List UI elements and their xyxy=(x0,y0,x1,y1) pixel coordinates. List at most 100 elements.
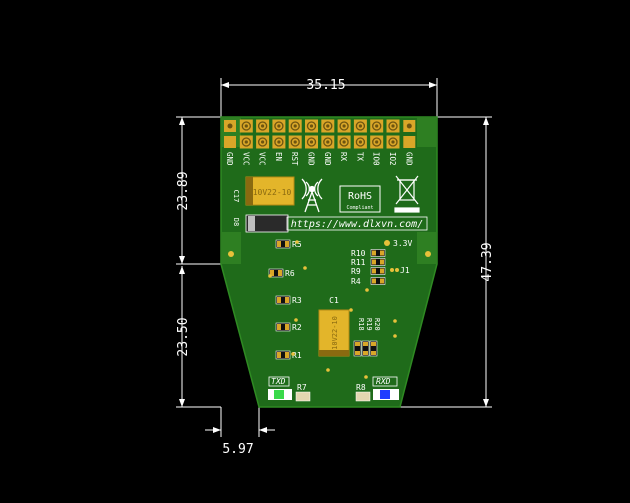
resistor-pad xyxy=(277,324,281,330)
header-pad-ring xyxy=(290,137,300,147)
small-part-pad xyxy=(363,342,368,346)
header-pad-hole xyxy=(375,124,379,128)
dim-right-height: 47.39 xyxy=(480,242,495,281)
header-pad-ring xyxy=(339,137,349,147)
voltage-label: 3.3V xyxy=(393,239,412,248)
header-pad xyxy=(403,136,416,148)
resistor xyxy=(370,267,386,275)
rxd-label-frame xyxy=(372,376,398,387)
resistor xyxy=(268,268,284,278)
j1-label: J1 xyxy=(400,266,410,275)
c1-label: C1 xyxy=(329,296,339,305)
mount-area-bottom-right xyxy=(417,232,437,264)
header-pad-hole xyxy=(244,140,248,144)
header-pad-ring xyxy=(372,137,382,147)
c1-capacitor xyxy=(318,309,350,357)
dim-top-width: 35.15 xyxy=(306,78,345,93)
header-pad-ring xyxy=(388,121,398,131)
resistor-pad xyxy=(278,270,282,276)
header-pad-hole xyxy=(261,124,265,128)
resistor-pad xyxy=(285,297,289,303)
header-pad-ring xyxy=(339,121,349,131)
resistor-pad xyxy=(380,250,384,256)
c17-label: C17 xyxy=(232,190,240,203)
header-pad-hole xyxy=(326,140,330,144)
header-pad xyxy=(224,136,236,148)
header-pad-ring xyxy=(257,137,268,147)
header-pad-ring xyxy=(355,137,366,147)
header-pad-ring xyxy=(388,137,398,147)
via-right xyxy=(425,251,431,257)
rohs-logo xyxy=(339,185,381,213)
resistor xyxy=(275,350,291,360)
header-pad-ring xyxy=(372,121,382,131)
small-part xyxy=(361,340,370,357)
resistor-label: R1 xyxy=(292,351,302,360)
header-pin-label: GND xyxy=(323,152,332,166)
c17-marking: 10V22-10 xyxy=(253,188,292,197)
header-pin-label: IO2 xyxy=(388,152,397,166)
header-pin-label: RX xyxy=(339,152,348,162)
j1-pad-1 xyxy=(390,268,394,272)
header-pin-label: GND xyxy=(307,152,316,166)
resistor-label: R5 xyxy=(292,240,302,249)
header-pad-ring xyxy=(323,137,333,147)
weee-bin-icon xyxy=(394,175,420,213)
header-pad-hole xyxy=(309,124,314,128)
d8-label: D8 xyxy=(232,218,240,226)
mount-area-bottom-left xyxy=(221,232,241,264)
r7-label: R7 xyxy=(297,383,307,392)
dim-bottom-offset: 5.97 xyxy=(222,442,253,457)
header-pad-ring xyxy=(323,121,333,131)
antenna-logo xyxy=(301,178,323,213)
resistor-pad xyxy=(372,268,376,274)
r8-label: R8 xyxy=(356,383,366,392)
test-point-3v3 xyxy=(384,240,390,246)
header-pad-ring xyxy=(306,137,317,147)
resistor-label: R3 xyxy=(292,296,302,305)
header-pad-ring xyxy=(306,121,317,131)
resistor xyxy=(370,249,386,257)
txd-label-frame xyxy=(268,376,290,387)
rxd-label: RXD xyxy=(376,377,391,386)
mount-area-top-right xyxy=(417,117,437,147)
resistor-pad xyxy=(285,324,289,330)
header-pad-ring xyxy=(274,137,284,147)
header-pad-ring xyxy=(274,121,284,131)
resistor-pad xyxy=(380,278,384,284)
board-url: https://www.dlxvn.com/ xyxy=(291,219,423,230)
header-pad-ring xyxy=(257,121,268,131)
txd-led xyxy=(274,390,284,399)
resistor xyxy=(275,239,291,249)
resistor-pad xyxy=(277,297,281,303)
small-part-pad xyxy=(371,351,376,355)
resistor xyxy=(370,258,386,266)
txd-label: TXD xyxy=(271,377,286,386)
resistor-pad xyxy=(372,250,376,256)
small-part-pad xyxy=(371,342,376,346)
small-part-label: R18 xyxy=(357,318,365,331)
header-pad-hole xyxy=(358,140,362,144)
r8-resistor xyxy=(355,391,371,402)
header-pad-hole xyxy=(375,140,379,144)
resistor-pad xyxy=(380,268,384,274)
header-pad-hole xyxy=(391,140,395,144)
d8-diode xyxy=(245,214,289,233)
header-pad-hole xyxy=(261,140,265,144)
header-pad-hole xyxy=(244,124,248,128)
header-pin-label: VCC xyxy=(241,152,250,166)
header-pad-hole xyxy=(277,140,281,144)
header-pad-ring xyxy=(290,121,300,131)
small-part xyxy=(353,340,362,357)
header-pad-ring xyxy=(241,137,251,147)
rohs-sub: Compliant xyxy=(346,205,373,211)
header-pin-label: GND xyxy=(225,152,234,166)
header-pad-ring xyxy=(355,121,366,131)
header-pin-label: EN xyxy=(274,152,283,161)
resistor-pad xyxy=(372,259,376,265)
url-frame xyxy=(286,216,428,231)
header-pin-label: GND xyxy=(404,152,413,166)
